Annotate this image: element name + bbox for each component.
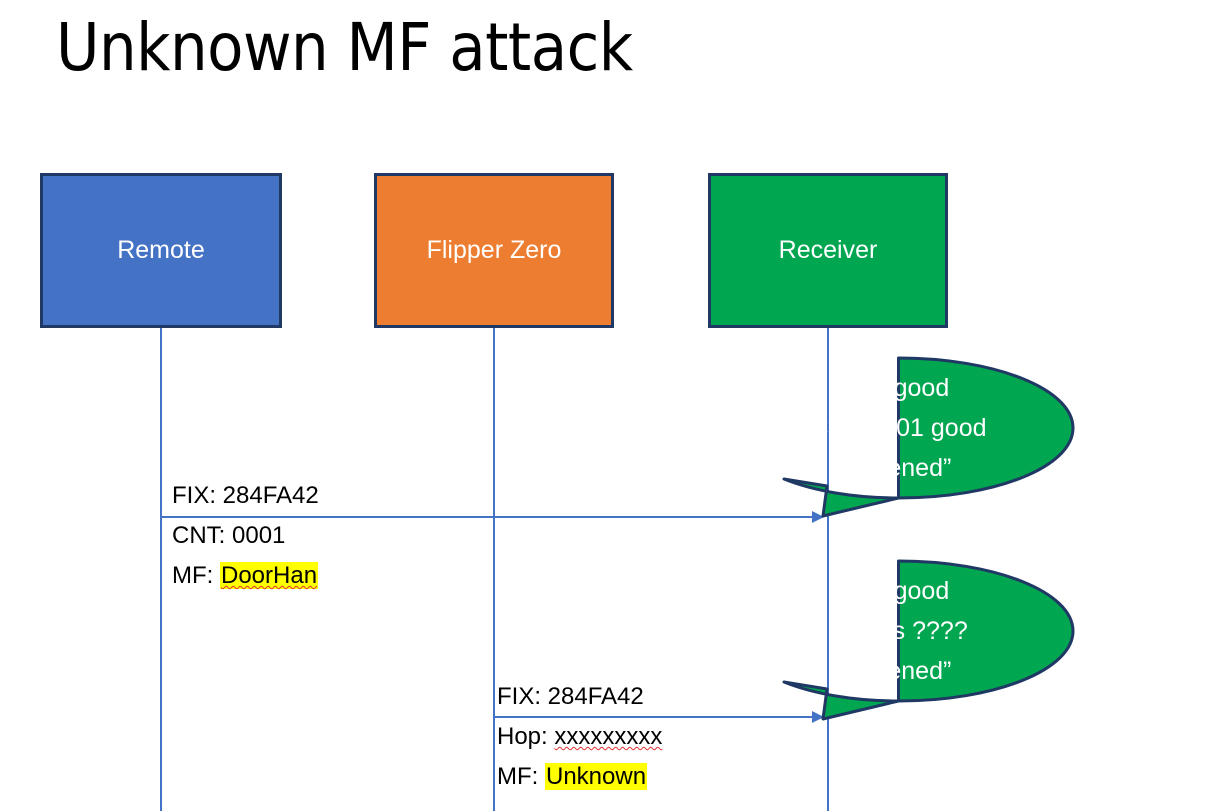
message-line-value: 0001 xyxy=(232,522,286,549)
actor-label-remote: Remote xyxy=(117,236,205,264)
message-line: CNT: 0001 xyxy=(172,516,319,556)
lifeline-remote xyxy=(160,328,162,811)
message-line-prefix: MF: xyxy=(172,562,220,589)
lifeline-flipper-zero xyxy=(493,328,495,811)
message-label-remote-to-receiver: FIX: 284FA42 CNT: 0001 MF: DoorHan xyxy=(172,476,319,596)
message-line: FIX: 284FA42 xyxy=(497,677,662,717)
message-line-prefix: MF: xyxy=(497,763,545,790)
speech-bubble-shape xyxy=(782,356,1075,518)
message-arrow-remote-to-receiver xyxy=(161,511,824,523)
message-line-value: 284FA42 xyxy=(547,683,644,710)
actor-box-flipper-zero[interactable]: Flipper Zero xyxy=(374,173,614,328)
message-line: FIX: 284FA42 xyxy=(172,476,319,516)
message-line-prefix: FIX: xyxy=(497,683,548,710)
message-line-value: 284FA42 xyxy=(222,482,319,509)
message-line-value-highlighted: Unknown xyxy=(545,763,648,790)
message-line-value-highlighted: DoorHan xyxy=(220,562,319,589)
message-line-prefix: Hop: xyxy=(497,723,555,750)
message-line-prefix: CNT: xyxy=(172,522,232,549)
actor-box-remote[interactable]: Remote xyxy=(40,173,282,328)
message-arrow-flipper-to-receiver xyxy=(494,711,824,723)
message-line: MF: Unknown xyxy=(497,757,662,797)
speech-bubble-receiver-first[interactable]: FIX good CNT 0001 good “Opened” xyxy=(724,356,1075,518)
message-line-prefix: FIX: xyxy=(172,482,223,509)
lifeline-receiver xyxy=(827,328,829,811)
actor-label-flipper-zero: Flipper Zero xyxy=(426,236,562,264)
message-line-value-spellchecked: xxxxxxxxx xyxy=(554,723,663,750)
page-title: Unknown MF attack xyxy=(56,9,633,86)
speech-bubble-shape xyxy=(782,559,1075,721)
actor-label-receiver: Receiver xyxy=(778,236,878,264)
speech-bubble-receiver-second[interactable]: FIX good CNT is ???? “Opened” xyxy=(724,559,1075,721)
actor-box-receiver[interactable]: Receiver xyxy=(708,173,948,328)
message-line: MF: DoorHan xyxy=(172,556,319,596)
message-line: Hop: xxxxxxxxx xyxy=(497,717,662,757)
message-label-flipper-to-receiver: FIX: 284FA42 Hop: xxxxxxxxx MF: Unknown xyxy=(497,677,662,797)
